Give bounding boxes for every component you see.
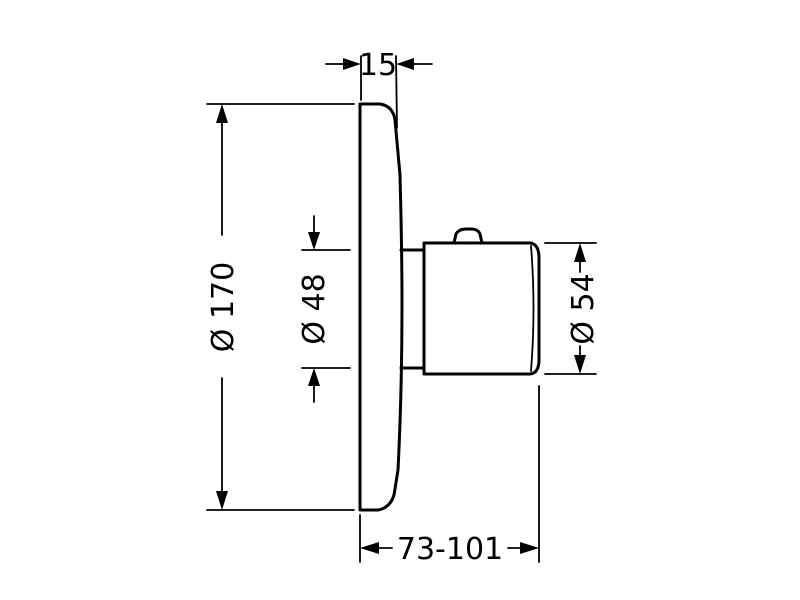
sleeve: [399, 248, 426, 370]
dimension-sleeve-diameter: Ø 48: [297, 215, 351, 403]
wall-plate: [358, 102, 404, 512]
collar-depth-label: 15: [359, 48, 397, 83]
handle-body: [422, 241, 541, 376]
dimension-plate-diameter: Ø 170: [206, 103, 355, 511]
handle-grip: [452, 227, 484, 245]
sleeve-diameter-label: Ø 48: [297, 273, 332, 344]
plate-diameter-label: Ø 170: [206, 262, 241, 352]
dimension-installation-depth: 73-101: [359, 385, 540, 567]
thermostat-outline: [358, 102, 541, 512]
handle-diameter-label: Ø 54: [566, 273, 601, 344]
installation-depth-label: 73-101: [397, 532, 503, 567]
dimension-collar-depth: 15: [325, 48, 433, 129]
dimension-handle-diameter: Ø 54: [544, 242, 601, 375]
handle-face: [530, 245, 535, 372]
